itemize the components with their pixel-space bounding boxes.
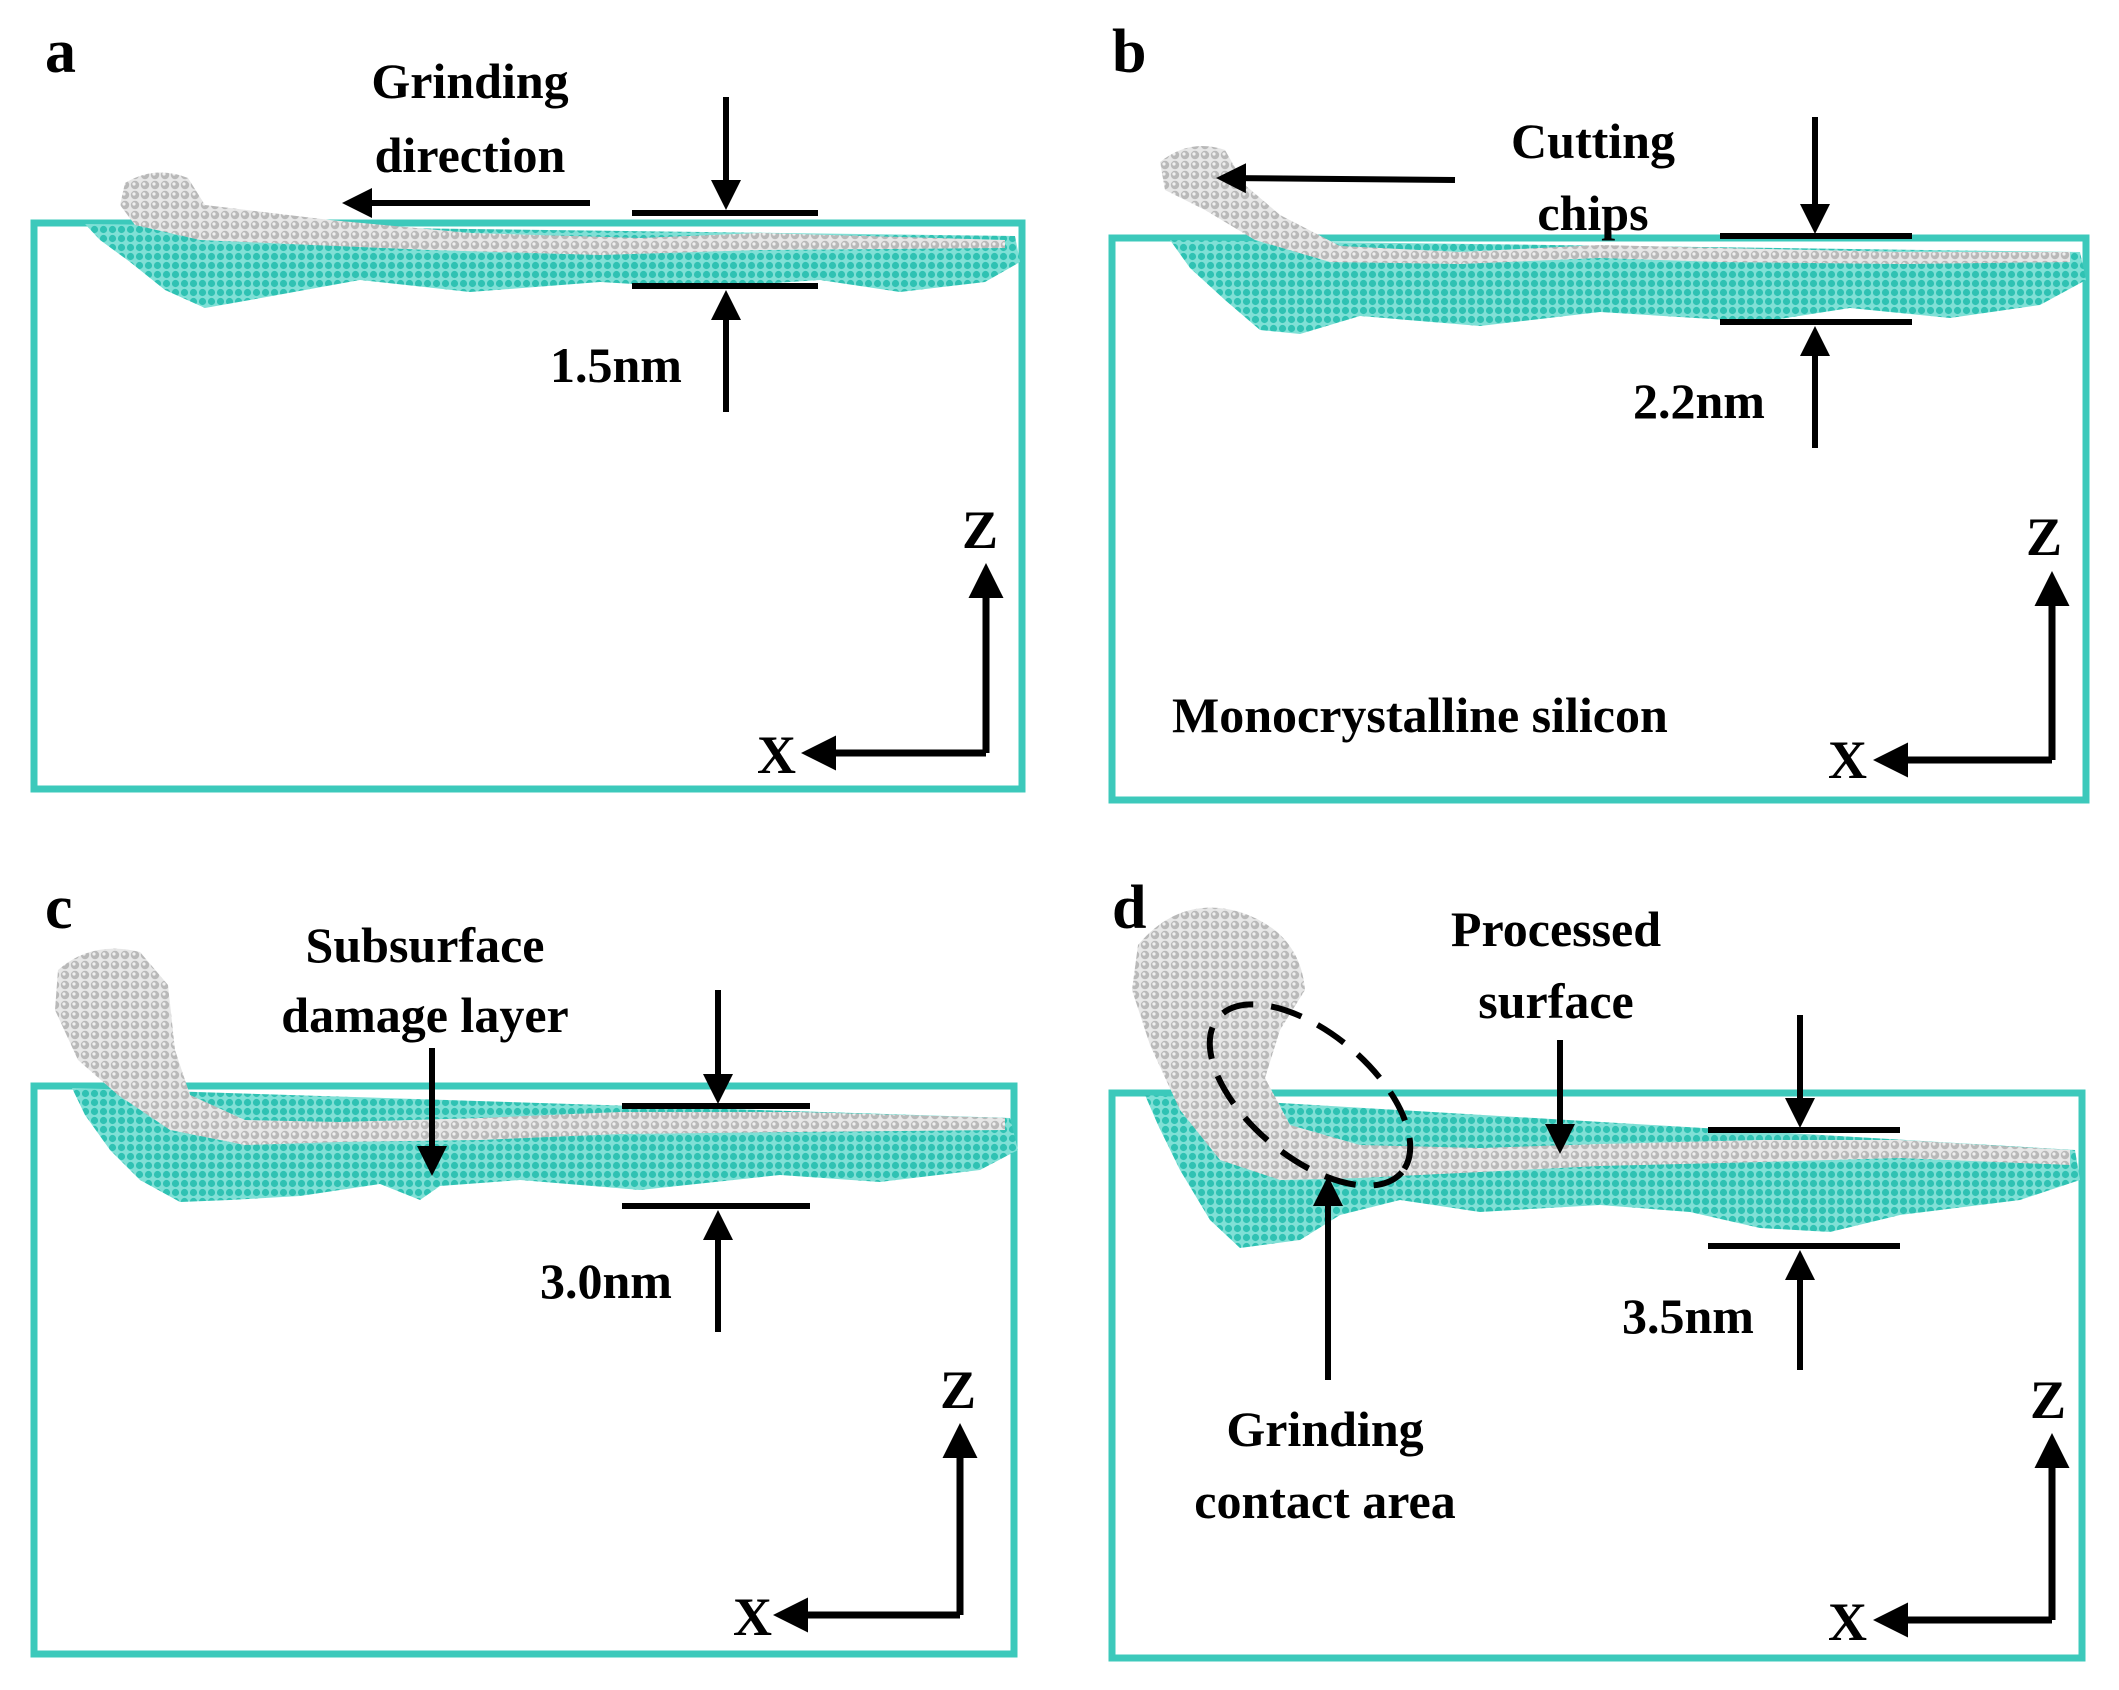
axis-z-label: Z: [940, 1360, 976, 1420]
axis-z-label: Z: [2030, 1370, 2066, 1430]
processed-label-line2: surface: [1478, 973, 1634, 1029]
material-label: Monocrystalline silicon: [1172, 687, 1668, 743]
thickness-label: 2.2nm: [1633, 373, 1765, 429]
axis-x-label: X: [733, 1587, 772, 1647]
silicon-workpiece-outline: [30, 1082, 1018, 1658]
panel-c: c Subsurface damage layer 3.0nm Z X: [30, 874, 1018, 1658]
axis-indicator: [1873, 1433, 2070, 1638]
contact-label-line1: Grinding: [1226, 1401, 1423, 1457]
axis-x-label: X: [757, 725, 796, 785]
damage-layer-teal: [72, 1088, 1018, 1202]
thickness-marker: [1708, 1015, 1900, 1370]
damage-layer-teal: [1145, 1095, 2080, 1248]
grinding-label-line1: Grinding: [371, 53, 568, 109]
cutting-chips-line2: chips: [1537, 185, 1648, 241]
thickness-marker: [1720, 117, 1912, 448]
cutting-chips-line1: Cutting: [1511, 113, 1675, 169]
thickness-label: 3.5nm: [1622, 1288, 1754, 1344]
axis-indicator: [1873, 571, 2070, 778]
cutting-chip-grey: [55, 948, 1005, 1145]
axis-x-label: X: [1828, 1592, 1867, 1652]
thickness-marker: [632, 97, 818, 412]
thickness-label: 1.5nm: [550, 337, 682, 393]
cutting-chip-grey: [1132, 907, 2070, 1180]
cutting-chip-grey: [1160, 146, 2070, 264]
cutting-chips-arrow: [1216, 163, 1456, 194]
axis-z-label: Z: [2026, 507, 2062, 567]
silicon-workpiece-outline: [1108, 1089, 2086, 1662]
thickness-marker: [622, 990, 810, 1332]
grinding-contact-ellipse: [1206, 1001, 1414, 1189]
axis-indicator: [773, 1423, 978, 1633]
axis-x-label: X: [1828, 730, 1867, 790]
panel-letter-b: b: [1112, 18, 1146, 86]
panel-letter-a: a: [45, 18, 76, 86]
grinding-label-line2: direction: [375, 127, 566, 183]
axis-z-label: Z: [962, 500, 998, 560]
contact-label-line2: contact area: [1194, 1473, 1455, 1529]
silicon-workpiece-outline: [1108, 234, 2090, 804]
subsurface-label-line1: Subsurface: [306, 917, 545, 973]
processed-label-line1: Processed: [1451, 901, 1661, 957]
thickness-label: 3.0nm: [540, 1253, 672, 1309]
panel-d: d Processed surface Grinding contact are…: [1108, 874, 2086, 1662]
cutting-chip-grey: [120, 172, 1005, 255]
subsurface-label-line2: damage layer: [281, 987, 568, 1043]
panel-letter-d: d: [1112, 874, 1146, 942]
panel-b: b Cutting chips 2.2nm Monocrystalline si…: [1108, 18, 2090, 804]
panel-letter-c: c: [45, 874, 73, 942]
axis-indicator: [801, 563, 1004, 771]
panel-a: a Grinding direction 1.5nm Z X: [30, 18, 1026, 793]
silicon-workpiece-outline: [30, 219, 1026, 793]
